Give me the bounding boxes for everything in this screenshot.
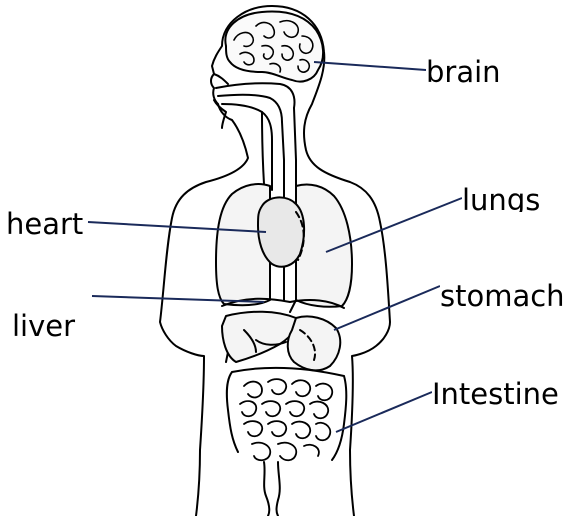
small-intestine <box>240 379 332 460</box>
label-lungs: lungs <box>462 186 540 212</box>
label-liver: liver <box>12 312 75 341</box>
intestine-leader-line <box>336 392 432 432</box>
label-intestine: Intestine <box>432 380 559 409</box>
stomach <box>288 316 341 370</box>
large-intestine <box>227 368 347 460</box>
brain-leader-line <box>314 62 426 70</box>
label-heart: heart <box>6 210 83 239</box>
brain-outline <box>225 12 323 82</box>
liver <box>222 312 297 362</box>
label-brain: brain <box>426 58 501 87</box>
label-stomach: stomach <box>440 282 565 308</box>
